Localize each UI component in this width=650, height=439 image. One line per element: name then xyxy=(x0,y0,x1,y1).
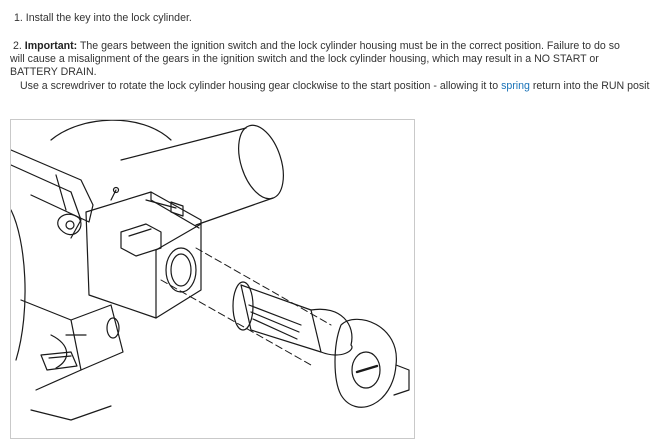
step-3: Use a screwdriver to rotate the lock cyl… xyxy=(20,80,650,93)
step-1-number: 1. xyxy=(14,12,23,24)
step-3-text-before: Use a screwdriver to rotate the lock cyl… xyxy=(20,80,499,92)
lock-cylinder-drawing xyxy=(11,120,410,421)
step-1-text: Install the key into the lock cylinder. xyxy=(25,12,192,24)
step-2-important-label: Important: xyxy=(24,40,78,52)
step-2: 2. Important: The gears between the igni… xyxy=(10,40,630,79)
step-3-text-after: return into the RUN position. xyxy=(532,80,650,92)
step-2-number: 2. xyxy=(13,40,22,52)
step-1: 1. Install the key into the lock cylinde… xyxy=(14,12,634,25)
step-2-text: The gears between the ignition switch an… xyxy=(10,40,620,78)
spring-link[interactable]: spring xyxy=(501,80,530,92)
lock-cylinder-illustration xyxy=(10,119,415,439)
